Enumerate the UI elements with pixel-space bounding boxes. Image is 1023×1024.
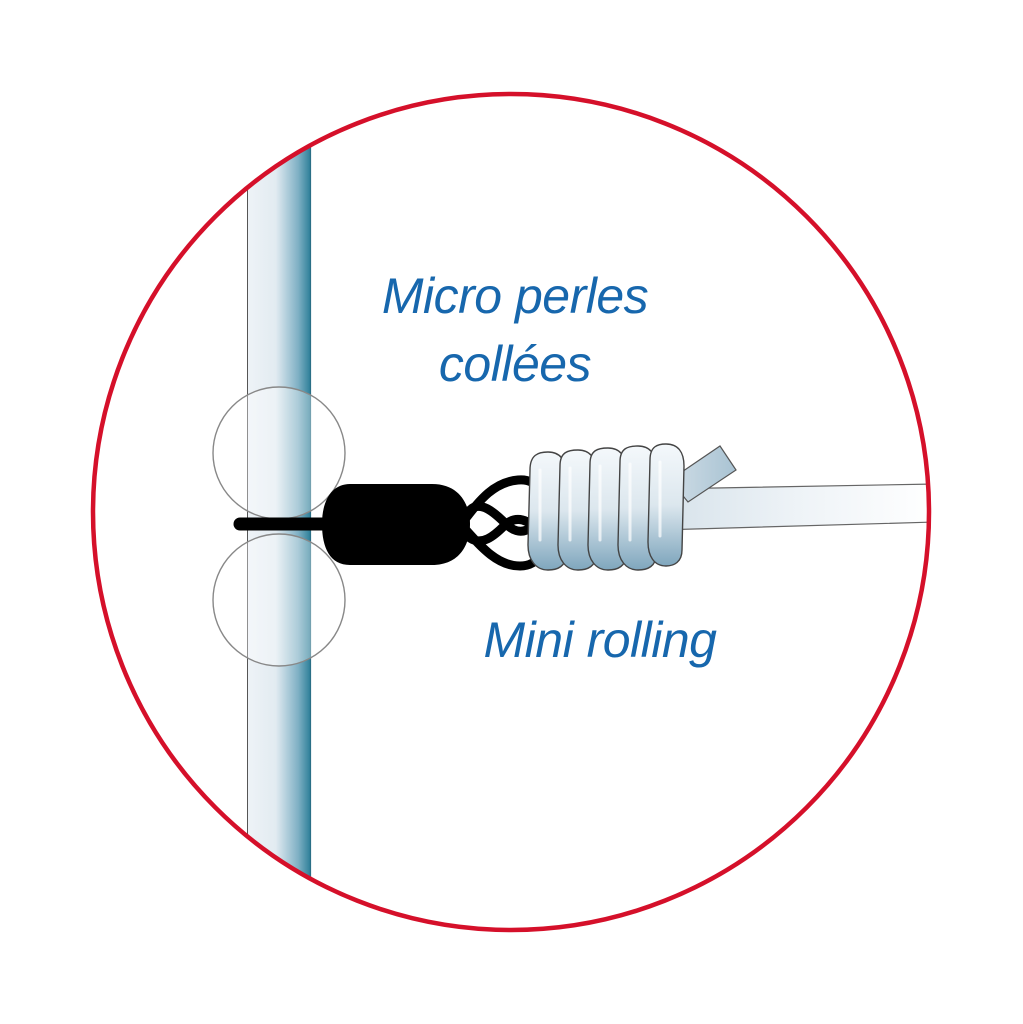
bead-icon — [212, 386, 346, 520]
red-circle-frame — [90, 91, 932, 933]
label-micro-beads: Micro perles collées — [340, 262, 690, 398]
bead-icon — [212, 533, 346, 667]
label-micro-beads-line1: Micro perles — [381, 268, 649, 324]
main-line-icon — [247, 94, 312, 930]
label-micro-beads-line2: collées — [438, 336, 592, 392]
label-mini-swivel: Mini rolling — [483, 612, 717, 668]
knot-icon — [527, 443, 737, 571]
